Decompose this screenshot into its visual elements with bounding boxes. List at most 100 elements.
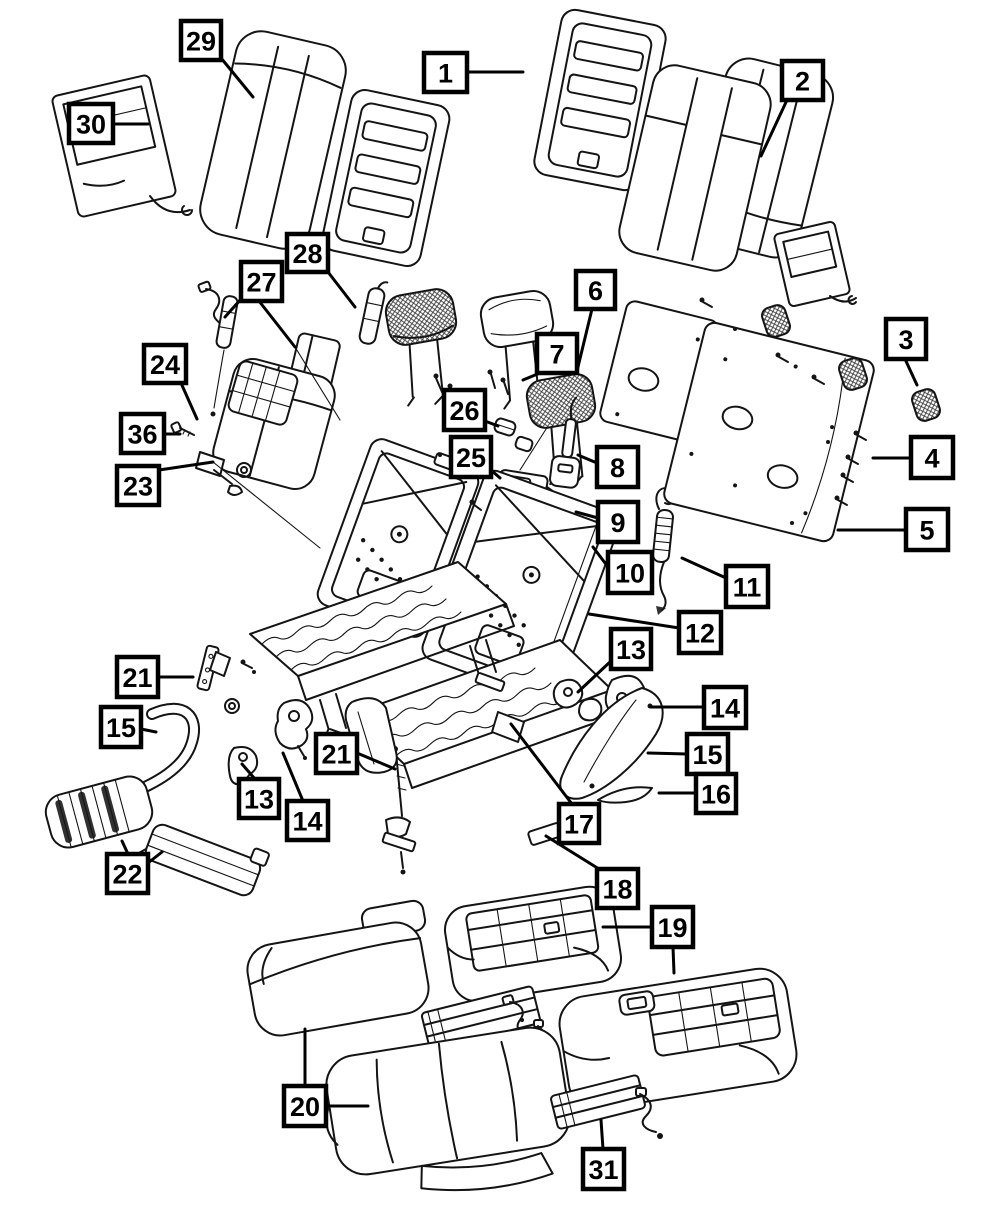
callout-11[interactable]: 11 <box>680 556 771 610</box>
callout-box[interactable] <box>236 776 282 821</box>
callout-box[interactable] <box>676 609 724 656</box>
callout-box[interactable] <box>178 18 224 63</box>
callout-box[interactable] <box>779 58 826 103</box>
callout-number: 10 <box>615 559 645 589</box>
callout-box[interactable] <box>649 904 696 950</box>
callout-box[interactable] <box>448 434 494 480</box>
callout-box[interactable] <box>66 101 116 146</box>
callout-leader-line <box>671 945 676 975</box>
callout-leader-line <box>680 556 728 580</box>
seat-back-foam-part <box>618 64 772 272</box>
callout-2[interactable]: 2 <box>759 58 826 158</box>
callout-number: 23 <box>123 472 153 502</box>
callout-number: 25 <box>456 443 486 473</box>
callout-box[interactable] <box>701 684 749 731</box>
video-screen-cover-part <box>51 74 193 218</box>
callout-25[interactable]: 25 <box>448 434 502 480</box>
callout-leader-line <box>576 659 613 694</box>
callout-box[interactable] <box>141 342 189 386</box>
callout-number: 15 <box>692 740 722 770</box>
callout-36[interactable]: 36 <box>118 411 182 456</box>
callout-22[interactable]: 22 <box>104 839 164 896</box>
callout-16[interactable]: 16 <box>657 771 739 816</box>
callout-leader-line <box>139 727 158 734</box>
callout-3[interactable]: 3 <box>883 316 929 387</box>
side-shield-part <box>559 687 664 800</box>
seatbelt-buckle-part <box>549 396 581 489</box>
callout-27[interactable]: 27 <box>223 259 297 349</box>
floor-duct-part <box>131 823 270 897</box>
callout-20[interactable]: 20 <box>281 1027 370 1129</box>
callout-box[interactable] <box>118 411 167 456</box>
callout-29[interactable]: 29 <box>178 18 255 99</box>
callout-8[interactable]: 8 <box>576 444 641 490</box>
screw-part <box>170 421 195 437</box>
callout-number: 5 <box>919 516 934 546</box>
callout-leader-line <box>281 751 305 803</box>
callout-15[interactable]: 15 <box>646 731 731 777</box>
callout-14[interactable]: 14 <box>649 684 749 731</box>
callout-box[interactable] <box>883 316 929 362</box>
callout-18[interactable]: 18 <box>544 834 641 911</box>
callout-box[interactable] <box>903 506 951 553</box>
callout-box[interactable] <box>556 801 602 846</box>
callout-13[interactable]: 13 <box>576 626 654 694</box>
video-screen-panel-part <box>773 220 857 308</box>
callout-box[interactable] <box>421 50 470 95</box>
callout-box[interactable] <box>693 771 739 816</box>
callout-24[interactable]: 24 <box>141 342 199 421</box>
callout-12[interactable]: 12 <box>587 609 724 656</box>
callout-box[interactable] <box>605 549 655 596</box>
callout-5[interactable]: 5 <box>836 506 951 553</box>
callout-23[interactable]: 23 <box>114 460 215 508</box>
callout-28[interactable]: 28 <box>284 231 357 309</box>
callout-box[interactable] <box>313 731 360 776</box>
callout-box[interactable] <box>580 1146 627 1192</box>
callout-21[interactable]: 21 <box>313 731 397 776</box>
callout-box[interactable] <box>114 654 161 700</box>
callout-box[interactable] <box>284 231 331 275</box>
callout-box[interactable] <box>238 259 285 304</box>
callout-14[interactable]: 14 <box>281 751 331 843</box>
callout-30[interactable]: 30 <box>66 101 150 146</box>
callout-leader-line <box>219 56 255 99</box>
callout-number: 7 <box>549 340 564 370</box>
callout-6[interactable]: 6 <box>573 268 618 373</box>
callout-box[interactable] <box>441 387 488 433</box>
callout-box[interactable] <box>573 268 618 312</box>
callout-leader-line <box>591 545 610 569</box>
callout-box[interactable] <box>594 444 641 490</box>
callout-box[interactable] <box>114 463 162 508</box>
callout-box[interactable] <box>594 866 641 911</box>
callout-9[interactable]: 9 <box>574 499 641 545</box>
alignment-line <box>212 346 549 549</box>
callout-leader-line <box>575 307 594 373</box>
callout-number: 19 <box>657 913 687 943</box>
mount-bracket-part <box>196 644 256 714</box>
callout-26[interactable]: 26 <box>441 387 500 433</box>
callout-leader-line <box>759 98 789 158</box>
callout-box[interactable] <box>534 331 580 376</box>
callout-box[interactable] <box>608 626 654 672</box>
callout-box[interactable] <box>723 563 771 610</box>
callout-10[interactable]: 10 <box>591 545 655 596</box>
callout-1[interactable]: 1 <box>421 50 525 95</box>
callout-17[interactable]: 17 <box>509 722 602 846</box>
callout-13[interactable]: 13 <box>236 762 282 821</box>
callout-15[interactable]: 15 <box>98 704 158 750</box>
callout-19[interactable]: 19 <box>601 904 696 975</box>
callout-box[interactable] <box>284 798 331 843</box>
callout-31[interactable]: 31 <box>580 1118 627 1192</box>
seat-cushion-frame-part <box>443 885 623 1003</box>
callout-box[interactable] <box>98 704 144 750</box>
callout-number: 12 <box>685 619 715 649</box>
callout-number: 28 <box>292 239 322 269</box>
callout-box[interactable] <box>595 499 641 545</box>
callout-box[interactable] <box>281 1083 329 1129</box>
callout-4[interactable]: 4 <box>871 434 956 481</box>
callout-21[interactable]: 21 <box>114 654 195 700</box>
callout-box[interactable] <box>908 434 956 481</box>
callout-7[interactable]: 7 <box>521 331 580 382</box>
callout-box[interactable] <box>104 851 151 896</box>
callout-number: 29 <box>186 27 216 57</box>
